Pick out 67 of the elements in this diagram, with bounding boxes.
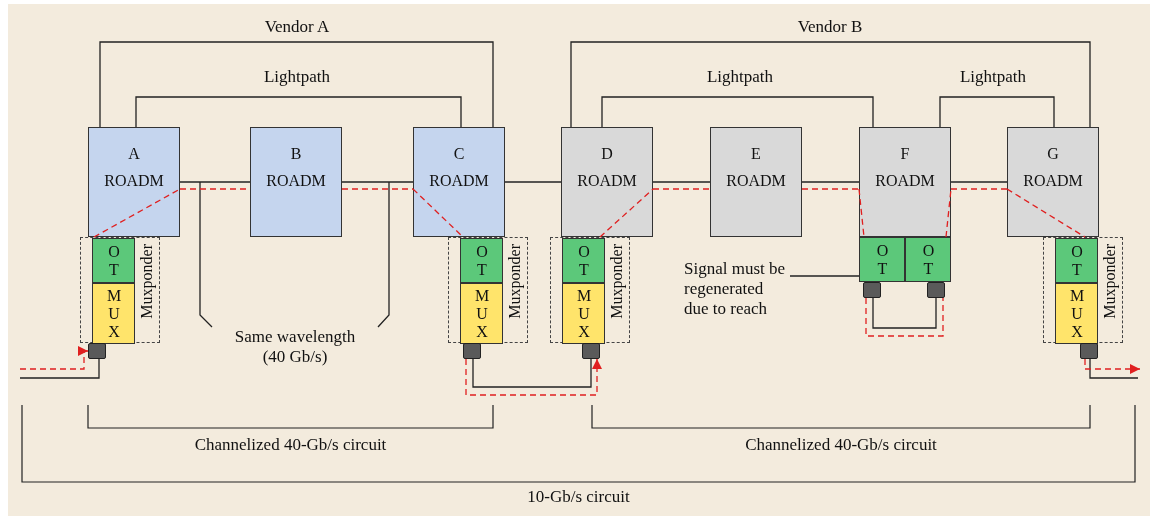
connector-line <box>1089 358 1139 379</box>
leader-line <box>199 181 213 328</box>
connector-line <box>1006 188 1086 238</box>
dashed-group-frame <box>448 237 528 343</box>
roadm-box: G ROADM <box>1007 127 1099 237</box>
connector-port-block <box>463 343 481 359</box>
connector-line <box>135 96 462 128</box>
module-box: MUX <box>562 283 605 344</box>
roadm-box: C ROADM <box>413 127 505 237</box>
arrow <box>19 346 89 370</box>
module-box: OT <box>92 238 135 283</box>
connector-port-block <box>582 343 600 359</box>
connector-line <box>801 181 860 183</box>
arrow <box>1084 358 1141 374</box>
module-box: OT <box>1055 238 1098 283</box>
leader-line <box>789 275 860 277</box>
circuit-label: Channelized 40-Gb/s circuit <box>745 435 937 455</box>
connector-line <box>472 358 592 388</box>
connector-line <box>801 188 860 190</box>
connector-line <box>601 96 874 128</box>
arrow <box>465 358 602 396</box>
connector-line <box>950 181 1008 183</box>
connector-line <box>570 41 1091 128</box>
connector-port-block <box>863 282 881 298</box>
connector-line <box>93 188 181 238</box>
module-box: OT <box>460 238 503 283</box>
circuit-label: Channelized 40-Gb/s circuit <box>194 435 387 455</box>
connector-line <box>939 96 1055 128</box>
roadm-box: A ROADM <box>88 127 180 237</box>
connector-line <box>599 188 654 238</box>
roadm-box: B ROADM <box>250 127 342 237</box>
annotation-text: Same wavelength (40 Gb/s) <box>200 327 390 373</box>
group-label: Muxponder <box>137 244 157 319</box>
connector-port-block <box>1080 343 1098 359</box>
module-box: OT <box>905 237 951 282</box>
connector-line <box>872 297 937 329</box>
module-box: MUX <box>92 283 135 344</box>
dashed-group-frame <box>1043 237 1123 343</box>
connector-port-block <box>88 343 106 359</box>
module-box: MUX <box>460 283 503 344</box>
leader-line <box>377 181 390 328</box>
connector-line <box>179 181 251 183</box>
group-label: Muxponder <box>607 244 627 319</box>
dashed-group-frame <box>80 237 160 343</box>
connector-line <box>99 41 494 128</box>
connector-line <box>865 297 944 337</box>
connector-line <box>652 188 711 190</box>
module-box: MUX <box>1055 283 1098 344</box>
module-box: OT <box>562 238 605 283</box>
connector-line <box>945 188 952 238</box>
dashed-group-frame <box>550 237 630 343</box>
connector-line <box>412 188 464 238</box>
annotation-text: Signal must be regenerated due to reach <box>684 259 790 325</box>
connector-line <box>19 358 100 379</box>
connector-port-block <box>927 282 945 298</box>
group-label: Muxponder <box>505 244 525 319</box>
connector-line <box>858 188 865 238</box>
group-label: Muxponder <box>1100 244 1120 319</box>
roadm-box: F ROADM <box>859 127 951 237</box>
connector-line <box>950 188 1008 190</box>
roadm-box: E ROADM <box>710 127 802 237</box>
connector-line <box>341 181 414 183</box>
connector-line <box>652 181 711 183</box>
roadm-box: D ROADM <box>561 127 653 237</box>
connector-line <box>504 181 562 183</box>
module-box: OT <box>859 237 905 282</box>
circuit-label: 10-Gb/s circuit <box>527 487 630 507</box>
